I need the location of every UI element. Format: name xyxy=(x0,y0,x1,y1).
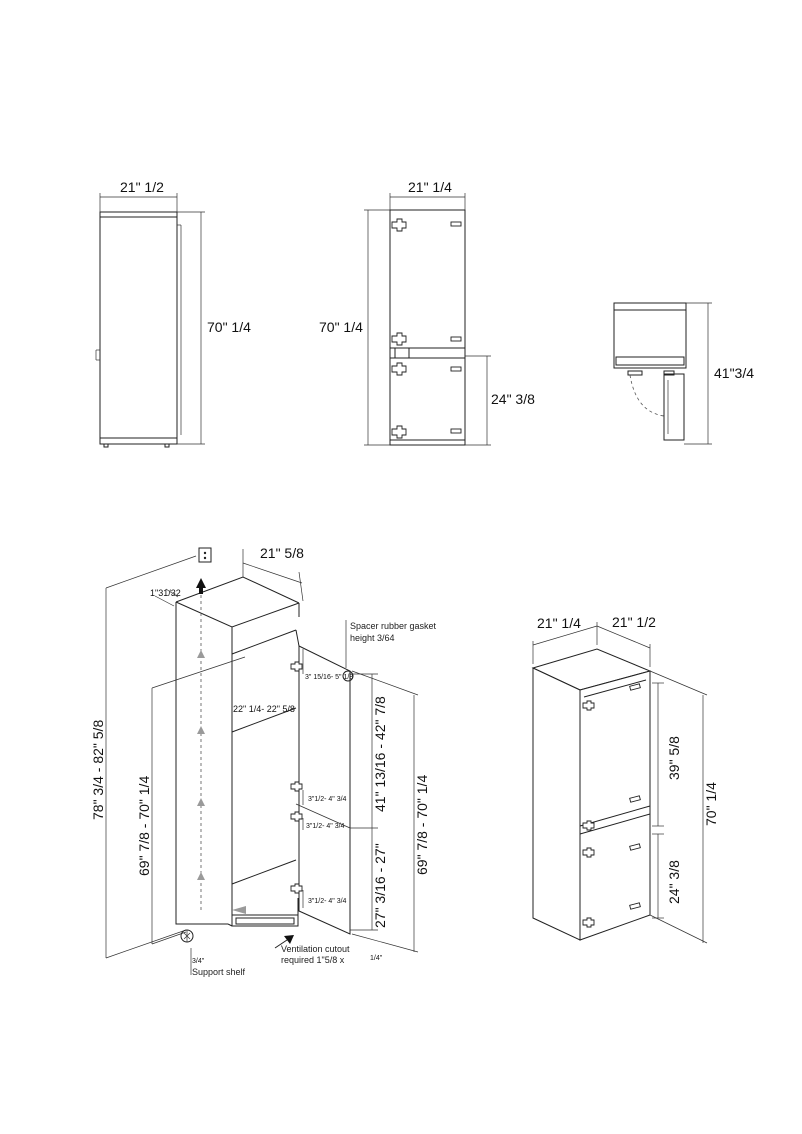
vent-note-line1: Ventilation cutout xyxy=(281,944,350,954)
plan-depth-label: 41"3/4 xyxy=(714,365,754,381)
front-width-label: 21" 1/4 xyxy=(408,179,452,195)
iso-lower-height-label: 24" 3/8 xyxy=(666,860,682,904)
side-width-label: 21" 1/2 xyxy=(120,179,164,195)
iso-width-right-label: 21" 1/2 xyxy=(612,614,656,630)
niche-height-label: 69" 7/8 - 70" 1/4 xyxy=(136,776,152,876)
side-view xyxy=(95,193,205,448)
mid-hinge-range-2-label: 3"1/2- 4" 3/4 xyxy=(306,823,345,830)
overall-height-label: 78" 3/4 - 82" 5/8 xyxy=(90,720,106,820)
iso-upper-height-label: 39" 5/8 xyxy=(666,736,682,780)
door-total-height-label: 69" 7/8 - 70" 1/4 xyxy=(414,775,430,875)
iso-width-left-label: 21" 1/4 xyxy=(537,615,581,631)
support-shelf-label: Support shelf xyxy=(192,967,246,977)
low-hinge-range-label: 3"1/2- 4" 3/4 xyxy=(308,898,347,905)
upper-hinge-range-label: 3" 15/16- 5" 1/8 xyxy=(305,674,353,681)
gasket-note-line2: height 3/64 xyxy=(350,633,395,643)
upper-door-height-label: 41" 13/16 - 42" 7/8 xyxy=(372,696,388,812)
installation-niche xyxy=(105,547,419,975)
front-view xyxy=(364,193,491,446)
gasket-note-line1: Spacer rubber gasket xyxy=(350,621,437,631)
top-width-label: 21" 5/8 xyxy=(260,545,304,561)
iso-total-height-label: 70" 1/4 xyxy=(703,782,719,826)
plan-view xyxy=(613,302,712,445)
iso-appliance xyxy=(531,622,708,944)
lower-door-height-label: 27" 3/16 - 27" xyxy=(372,843,388,928)
mid-hinge-range-1-label: 3"1/2- 4" 3/4 xyxy=(308,796,347,803)
support-size-label: 3/4" xyxy=(192,958,205,965)
side-height-label: 70" 1/4 xyxy=(207,319,251,335)
vent-note-line2: required 1"5/8 x xyxy=(281,955,345,965)
front-height-label: 70" 1/4 xyxy=(319,319,363,335)
inner-width-label: 22" 1/4- 22" 5/8 xyxy=(233,704,295,714)
front-lower-height-label: 24" 3/8 xyxy=(491,391,535,407)
vent-note-suffix: 1/4" xyxy=(370,955,383,962)
top-gap-label: 1"31/32 xyxy=(150,588,181,598)
